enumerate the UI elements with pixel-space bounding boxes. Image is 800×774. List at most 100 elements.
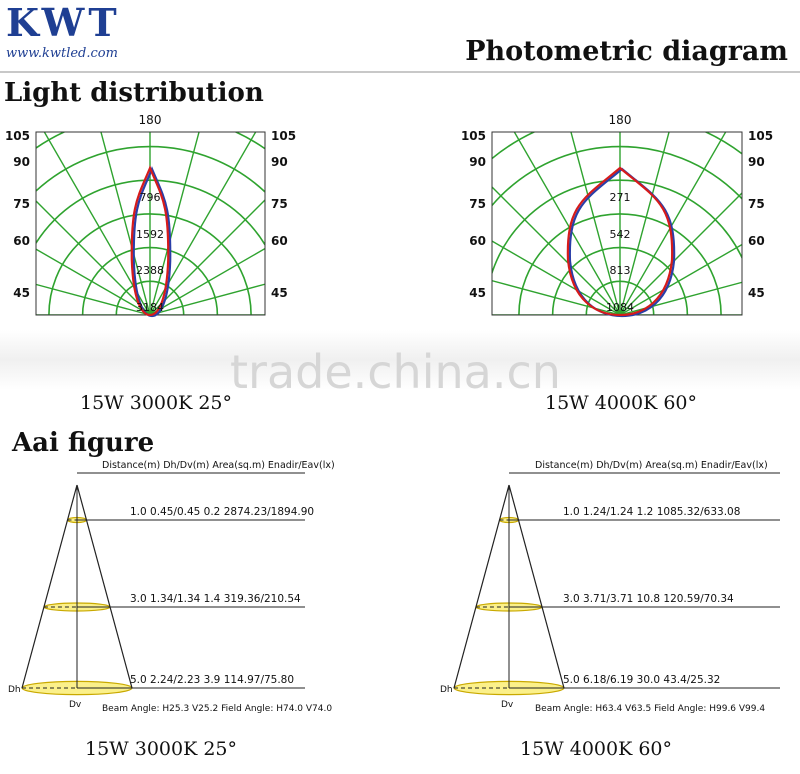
polar-radial (43, 132, 151, 315)
polar-ring-value: 1084 (606, 301, 634, 314)
aai-row-text: 1.0 0.45/0.45 0.2 2874.23/1894.90 (130, 506, 314, 518)
brand-url[interactable]: www.kwtled.com (6, 46, 118, 61)
polar-diagrams: 180 105 105 90 90 75 75 60 60 45 45 796 1592 2388 3184… (5, 113, 773, 318)
aai-row-text: 1.0 1.24/1.24 1.2 1085.32/633.08 (563, 506, 740, 518)
aai-angles: Beam Angle: H63.4 V63.5 Field Angle: H99… (535, 704, 765, 714)
polar-radial (149, 247, 265, 315)
polar-angle-label-right: 45 (748, 286, 765, 300)
polar-angle-label-left: 105 (5, 129, 30, 143)
polar-angle-label-right: 105 (748, 129, 773, 143)
polar-radial (619, 281, 742, 315)
aai-row-text: 5.0 6.18/6.19 30.0 43.4/25.32 (563, 674, 720, 686)
polar-radial (617, 314, 620, 315)
polar-grid (492, 132, 742, 315)
polar-angle-label-right: 90 (271, 155, 288, 169)
polar-radial (619, 243, 742, 315)
polar-radial (147, 314, 150, 315)
polar-angle-label-right: 105 (271, 129, 296, 143)
polar-ring-value: 2388 (136, 264, 164, 277)
polar-top-label: 180 (609, 113, 632, 127)
aai-row-text: 3.0 3.71/3.71 10.8 120.59/70.34 (563, 593, 734, 605)
polar-radial (150, 314, 152, 315)
aai-cone-right (508, 484, 565, 689)
polar-curve-c0 (566, 166, 674, 317)
polar-radial (36, 248, 151, 315)
polar-radial (513, 132, 621, 315)
polar-radial (148, 314, 150, 315)
polar-radial (149, 283, 265, 315)
polar-ring-value: 3184 (136, 301, 164, 314)
polar-curve-c90 (132, 166, 172, 318)
section-light-distribution: Light distribution (4, 78, 264, 108)
polar-diagram-3000k: 180 105 105 90 90 75 75 60 60 45 45 796 1592 2388 3184 (5, 113, 296, 318)
polar-radial (150, 314, 151, 315)
polar-radial (149, 132, 257, 315)
polar-angle-label-left: 105 (461, 129, 486, 143)
polar-angle-label-left: 60 (469, 234, 486, 248)
polar-angle-label-left: 45 (13, 286, 30, 300)
aai-cone-left (453, 484, 510, 689)
aai-dv-label: Dv (501, 700, 514, 710)
header-divider (0, 71, 800, 73)
polar-radial (492, 186, 621, 315)
polar-angle-label-left: 90 (13, 155, 30, 169)
polar-angle-label-right: 45 (271, 286, 288, 300)
aai-angles: Beam Angle: H25.3 V25.2 Field Angle: H74… (102, 704, 332, 714)
polar-radial (149, 199, 265, 315)
polar-angle-label-left: 90 (469, 155, 486, 169)
aai-dh-label: Dh (440, 685, 453, 695)
aai-header: Distance(m) Dh/Dv(m) Area(sq.m) Enadir/E… (535, 460, 768, 471)
polar-angle-label-left: 60 (13, 234, 30, 248)
polar-ring-value: 271 (610, 191, 631, 204)
polar-caption-3000k: 15W 3000K 25° (80, 392, 233, 414)
polar-angle-label-right: 90 (748, 155, 765, 169)
polar-top-label: 180 (139, 113, 162, 127)
section-aai-figure: Aai figure (12, 428, 155, 458)
page-title: Photometric diagram (465, 36, 788, 67)
aai-cone-left (21, 484, 78, 689)
polar-radial (618, 314, 620, 315)
aai-dv-label: Dv (69, 700, 82, 710)
polar-radial (149, 314, 150, 315)
aai-row-text: 5.0 2.24/2.23 3.9 114.97/75.80 (130, 674, 294, 686)
polar-angle-label-right: 75 (748, 197, 765, 211)
aai-row-text: 3.0 1.34/1.34 1.4 319.36/210.54 (130, 593, 301, 605)
polar-radial (620, 314, 621, 315)
polar-radial (619, 132, 727, 315)
polar-ring-value: 796 (140, 191, 161, 204)
polar-radial (570, 132, 621, 315)
blurred-strip (0, 330, 800, 390)
watermark: trade.china.cn (230, 345, 561, 399)
polar-radial (36, 200, 151, 315)
polar-ring-value: 1592 (136, 228, 164, 241)
polar-radial (620, 314, 622, 315)
polar-radial (36, 283, 151, 315)
polar-radial (620, 314, 623, 315)
aai-figures: Distance(m) Dh/Dv(m) Area(sq.m) Enadir/E… (8, 460, 780, 714)
polar-radial (619, 132, 670, 315)
polar-angle-label-left: 75 (469, 197, 486, 211)
aai-figure-3000k: Distance(m) Dh/Dv(m) Area(sq.m) Enadir/E… (8, 460, 335, 714)
aai-caption-3000k: 15W 3000K 25° (85, 738, 238, 760)
polar-diagram-4000k: 180 105 105 90 90 75 75 60 60 45 45 271 542 813 1084 (461, 113, 773, 318)
polar-radial (619, 192, 742, 315)
polar-curve-c0 (130, 165, 170, 317)
polar-angle-label-right: 60 (748, 234, 765, 248)
aai-header: Distance(m) Dh/Dv(m) Area(sq.m) Enadir/E… (102, 460, 335, 471)
polar-radial (492, 279, 621, 315)
polar-angle-label-right: 75 (271, 197, 288, 211)
aai-caption-4000k: 15W 4000K 60° (520, 738, 673, 760)
polar-caption-4000k: 15W 4000K 60° (545, 392, 698, 414)
aai-cone-right (76, 484, 133, 689)
polar-angle-label-left: 75 (13, 197, 30, 211)
polar-ring-value: 813 (610, 264, 631, 277)
polar-radial (619, 314, 620, 315)
aai-figure-4000k: Distance(m) Dh/Dv(m) Area(sq.m) Enadir/E… (440, 460, 780, 714)
polar-angle-label-left: 45 (469, 286, 486, 300)
polar-radial (492, 240, 621, 315)
brand-logo: KWT (6, 0, 121, 45)
polar-ring-value: 542 (610, 228, 631, 241)
aai-dh-label: Dh (8, 685, 21, 695)
polar-angle-label-right: 60 (271, 234, 288, 248)
polar-radial (150, 314, 153, 315)
